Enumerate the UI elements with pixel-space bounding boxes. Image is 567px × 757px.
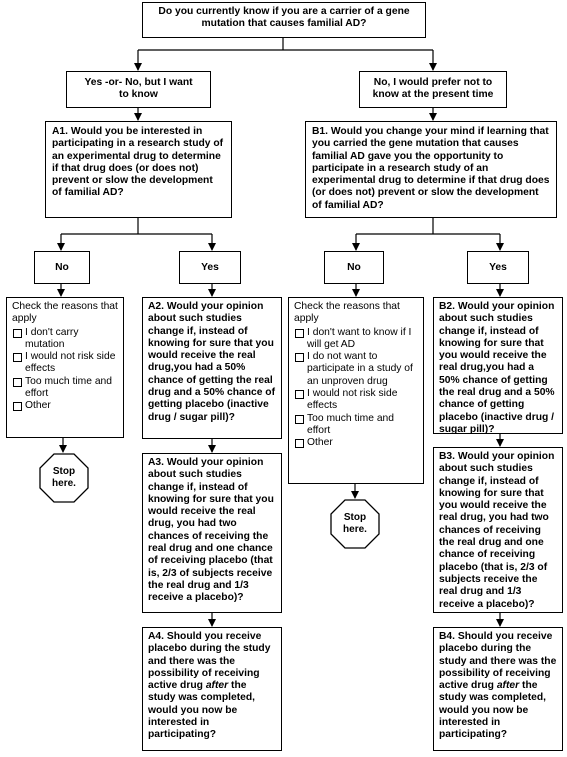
a1-text: A1. Would you be interested in participa… <box>52 126 224 199</box>
left-reason-checkbox[interactable]: Other <box>12 400 118 412</box>
a1-yes-button[interactable]: Yes <box>179 251 241 284</box>
left-reasons-title: Check the reasons that apply <box>12 301 118 325</box>
b1-question: B1. Would you change your mind if learni… <box>305 121 557 218</box>
left-reason-checkbox[interactable]: I would not risk side effects <box>12 351 118 376</box>
right-answer-box[interactable]: No, I would prefer not to know at the pr… <box>359 71 507 108</box>
a4-question: A4. Should you receive placebo during th… <box>142 627 282 751</box>
a2-text: A2. Would your opinion about such studie… <box>148 301 276 423</box>
left-stop-text: Stop here. <box>52 466 76 489</box>
b4-text-pre: B4. Should you receive placebo during th… <box>439 631 557 692</box>
stop-octagon-icon <box>39 453 89 503</box>
left-reasons-box: Check the reasons that apply I don't car… <box>6 297 124 438</box>
left-stop-sign: Stop here. <box>39 453 89 503</box>
left-reason-checkbox[interactable]: Too much time and effort <box>12 376 118 401</box>
b2-question: B2. Would your opinion about such studie… <box>433 297 563 435</box>
a4-text-emphasis: after <box>205 680 229 692</box>
right-reason-checkbox[interactable]: Too much time and effort <box>294 413 418 438</box>
a1-question: A1. Would you be interested in participa… <box>45 121 232 218</box>
b1-yes-label: Yes <box>489 262 507 273</box>
top-question-text: Do you currently know if you are a carri… <box>158 6 410 30</box>
b4-question: B4. Should you receive placebo during th… <box>433 627 563 751</box>
right-stop-sign: Stop here. <box>330 499 380 549</box>
b1-yes-button[interactable]: Yes <box>467 251 529 284</box>
a2-question: A2. Would your opinion about such studie… <box>142 297 282 439</box>
a1-no-button[interactable]: No <box>34 251 90 284</box>
left-reason-checkbox[interactable]: I don't carry mutation <box>12 327 118 352</box>
b1-no-button[interactable]: No <box>324 251 384 284</box>
b2-text: B2. Would your opinion about such studie… <box>439 301 555 435</box>
b3-question: B3. Would your opinion about such studie… <box>433 447 563 613</box>
right-reasons-box: Check the reasons that apply I don't wan… <box>288 297 424 484</box>
left-answer-box[interactable]: Yes -or- No, but I want to know <box>66 71 211 108</box>
b1-text: B1. Would you change your mind if learni… <box>312 126 550 211</box>
right-reason-checkbox[interactable]: Other <box>294 437 418 449</box>
a1-no-label: No <box>55 262 69 273</box>
b3-text: B3. Would your opinion about such studie… <box>439 451 555 610</box>
b4-text-post: the study was completed, would you now b… <box>439 680 547 741</box>
right-reasons-title: Check the reasons that apply <box>294 301 400 325</box>
right-answer-text: No, I would prefer not to know at the pr… <box>372 77 494 101</box>
a1-yes-label: Yes <box>201 262 219 273</box>
left-answer-text: Yes -or- No, but I want to know <box>84 77 193 101</box>
stop-octagon-icon <box>330 499 380 549</box>
a4-text-pre: A4. Should you receive placebo during th… <box>148 631 271 692</box>
top-question: Do you currently know if you are a carri… <box>142 2 426 38</box>
b4-text-emphasis: after <box>496 680 520 692</box>
a3-question: A3. Would your opinion about such studie… <box>142 453 282 613</box>
a3-text: A3. Would your opinion about such studie… <box>148 457 274 604</box>
right-reason-checkbox[interactable]: I do not want to participate in a study … <box>294 351 418 388</box>
right-reason-checkbox[interactable]: I don't want to know if I will get AD <box>294 327 418 352</box>
b1-no-label: No <box>347 262 361 273</box>
right-stop-text: Stop here. <box>343 512 367 535</box>
a4-text-post: the study was completed, would you now b… <box>148 680 256 741</box>
right-reason-checkbox[interactable]: I would not risk side effects <box>294 388 418 413</box>
